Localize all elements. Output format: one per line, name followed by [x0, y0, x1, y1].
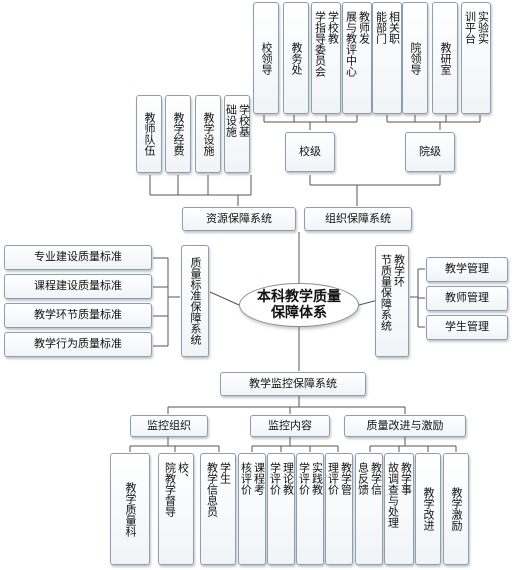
school-item-steering-committee-col2: 学指导委员会: [313, 11, 327, 77]
resource-item-teachers: 教师队伍: [136, 95, 162, 173]
monitor-org-quality-office: 教学质量科: [110, 453, 150, 565]
standard-major: 专业建设质量标准: [4, 245, 152, 270]
monitor-org-student-informants-col1: 学生: [218, 462, 232, 484]
resource-item-infrastructure: 学校基 础设施: [224, 95, 251, 173]
college-item-departments-col1: 相关职: [387, 11, 401, 44]
teaching-link-system-box: 教学环 节质量保障系统: [375, 245, 409, 357]
college-item-lab-platform: 实验实 训平台: [461, 2, 491, 114]
monitor-org-supervisors: 校、 院教学督导: [158, 453, 194, 565]
school-item-academic-affairs: 教务处: [283, 2, 309, 114]
management-teachers: 教师管理: [426, 286, 508, 311]
improvement-accident-handling: 教学事 故调查与处理: [384, 453, 414, 565]
monitor-content-course-assessment-col2: 核评价: [239, 462, 253, 495]
teaching-link-system-col1: 教学环: [392, 254, 406, 287]
resource-item-funding: 教学经费: [165, 95, 191, 173]
monitor-content-management: 教学管 理评价: [325, 453, 353, 565]
management-students: 学生管理: [426, 315, 508, 340]
school-item-development-center-col2: 展与教评中心: [344, 11, 358, 77]
college-level-box: 院级: [405, 132, 455, 172]
monitor-content-practice-teaching-col2: 学评价: [297, 462, 311, 495]
monitor-content-theory-teaching-col1: 理论教: [281, 462, 295, 495]
resource-item-infrastructure-col2: 础设施: [224, 104, 238, 137]
school-item-steering-committee-col1: 学校教: [326, 11, 340, 44]
improvement-teaching-improvement: 教学改进: [415, 453, 441, 565]
resource-system-box: 资源保障系统: [182, 207, 296, 231]
college-item-leaders: 院领导: [402, 2, 428, 114]
monitor-content-course-assessment-col1: 课程考: [252, 462, 266, 495]
monitor-content-management-col1: 教学管: [339, 462, 353, 495]
monitor-org-student-informants: 学生 教学信息员: [200, 453, 236, 565]
improvement-incentive: 教学激励: [443, 453, 469, 565]
school-item-steering-committee: 学校教 学指导委员会: [311, 2, 341, 114]
monitor-org-student-informants-col2: 教学信息员: [205, 462, 219, 517]
monitor-content-practice-teaching: 实践教 学评价: [296, 453, 324, 565]
college-item-departments: 相关职 能部门: [372, 2, 402, 114]
improvement-feedback: 教学信 息反馈: [355, 453, 383, 565]
teaching-link-system-col2: 节质量保障系统: [379, 254, 393, 331]
management-teaching: 教学管理: [426, 257, 508, 282]
improvement-feedback-col1: 教学信: [369, 462, 383, 495]
college-item-lab-platform-col1: 实验实: [476, 11, 490, 44]
monitor-org-supervisors-col1: 校、: [176, 462, 190, 484]
monitor-org-supervisors-col2: 院教学督导: [163, 462, 177, 517]
improvement-accident-handling-col2: 故调查与处理: [386, 462, 400, 528]
resource-item-facilities: 教学设施: [195, 95, 221, 173]
quality-standard-system-box: 质量标准保障系统: [181, 245, 209, 357]
monitor-content-theory-teaching-col2: 学评价: [268, 462, 282, 495]
monitor-content-practice-teaching-col1: 实践教: [310, 462, 324, 495]
monitor-group-organization: 监控组织: [130, 415, 208, 437]
college-item-departments-col2: 能部门: [374, 11, 388, 44]
standard-teaching-link: 教学环节质量标准: [4, 303, 152, 328]
school-level-box: 校级: [285, 132, 335, 172]
college-item-teaching-office: 教研室: [432, 2, 458, 114]
monitor-content-theory-teaching: 理论教 学评价: [267, 453, 295, 565]
standard-course: 课程建设质量标准: [4, 274, 152, 299]
monitor-system-box: 教学监控保障系统: [220, 372, 366, 396]
standard-teaching-behavior: 教学行为质量标准: [4, 332, 152, 357]
resource-item-infrastructure-col1: 学校基: [237, 104, 251, 137]
improvement-accident-handling-col1: 教学事: [399, 462, 413, 495]
improvement-feedback-col2: 息反馈: [356, 462, 370, 495]
school-item-development-center: 教师发 展与教评中心: [342, 2, 372, 114]
org-system-box: 组织保障系统: [304, 207, 412, 231]
monitor-content-course-assessment: 课程考 核评价: [238, 453, 266, 565]
school-item-leaders: 校领导: [253, 2, 279, 114]
center-node: 本科教学质量保障体系: [239, 283, 359, 327]
college-item-lab-platform-col2: 训平台: [463, 11, 477, 44]
monitor-group-improvement: 质量改进与激励: [344, 415, 466, 437]
monitor-group-content: 监控内容: [250, 415, 330, 437]
school-item-development-center-col1: 教师发: [357, 11, 371, 44]
monitor-content-management-col2: 理评价: [326, 462, 340, 495]
